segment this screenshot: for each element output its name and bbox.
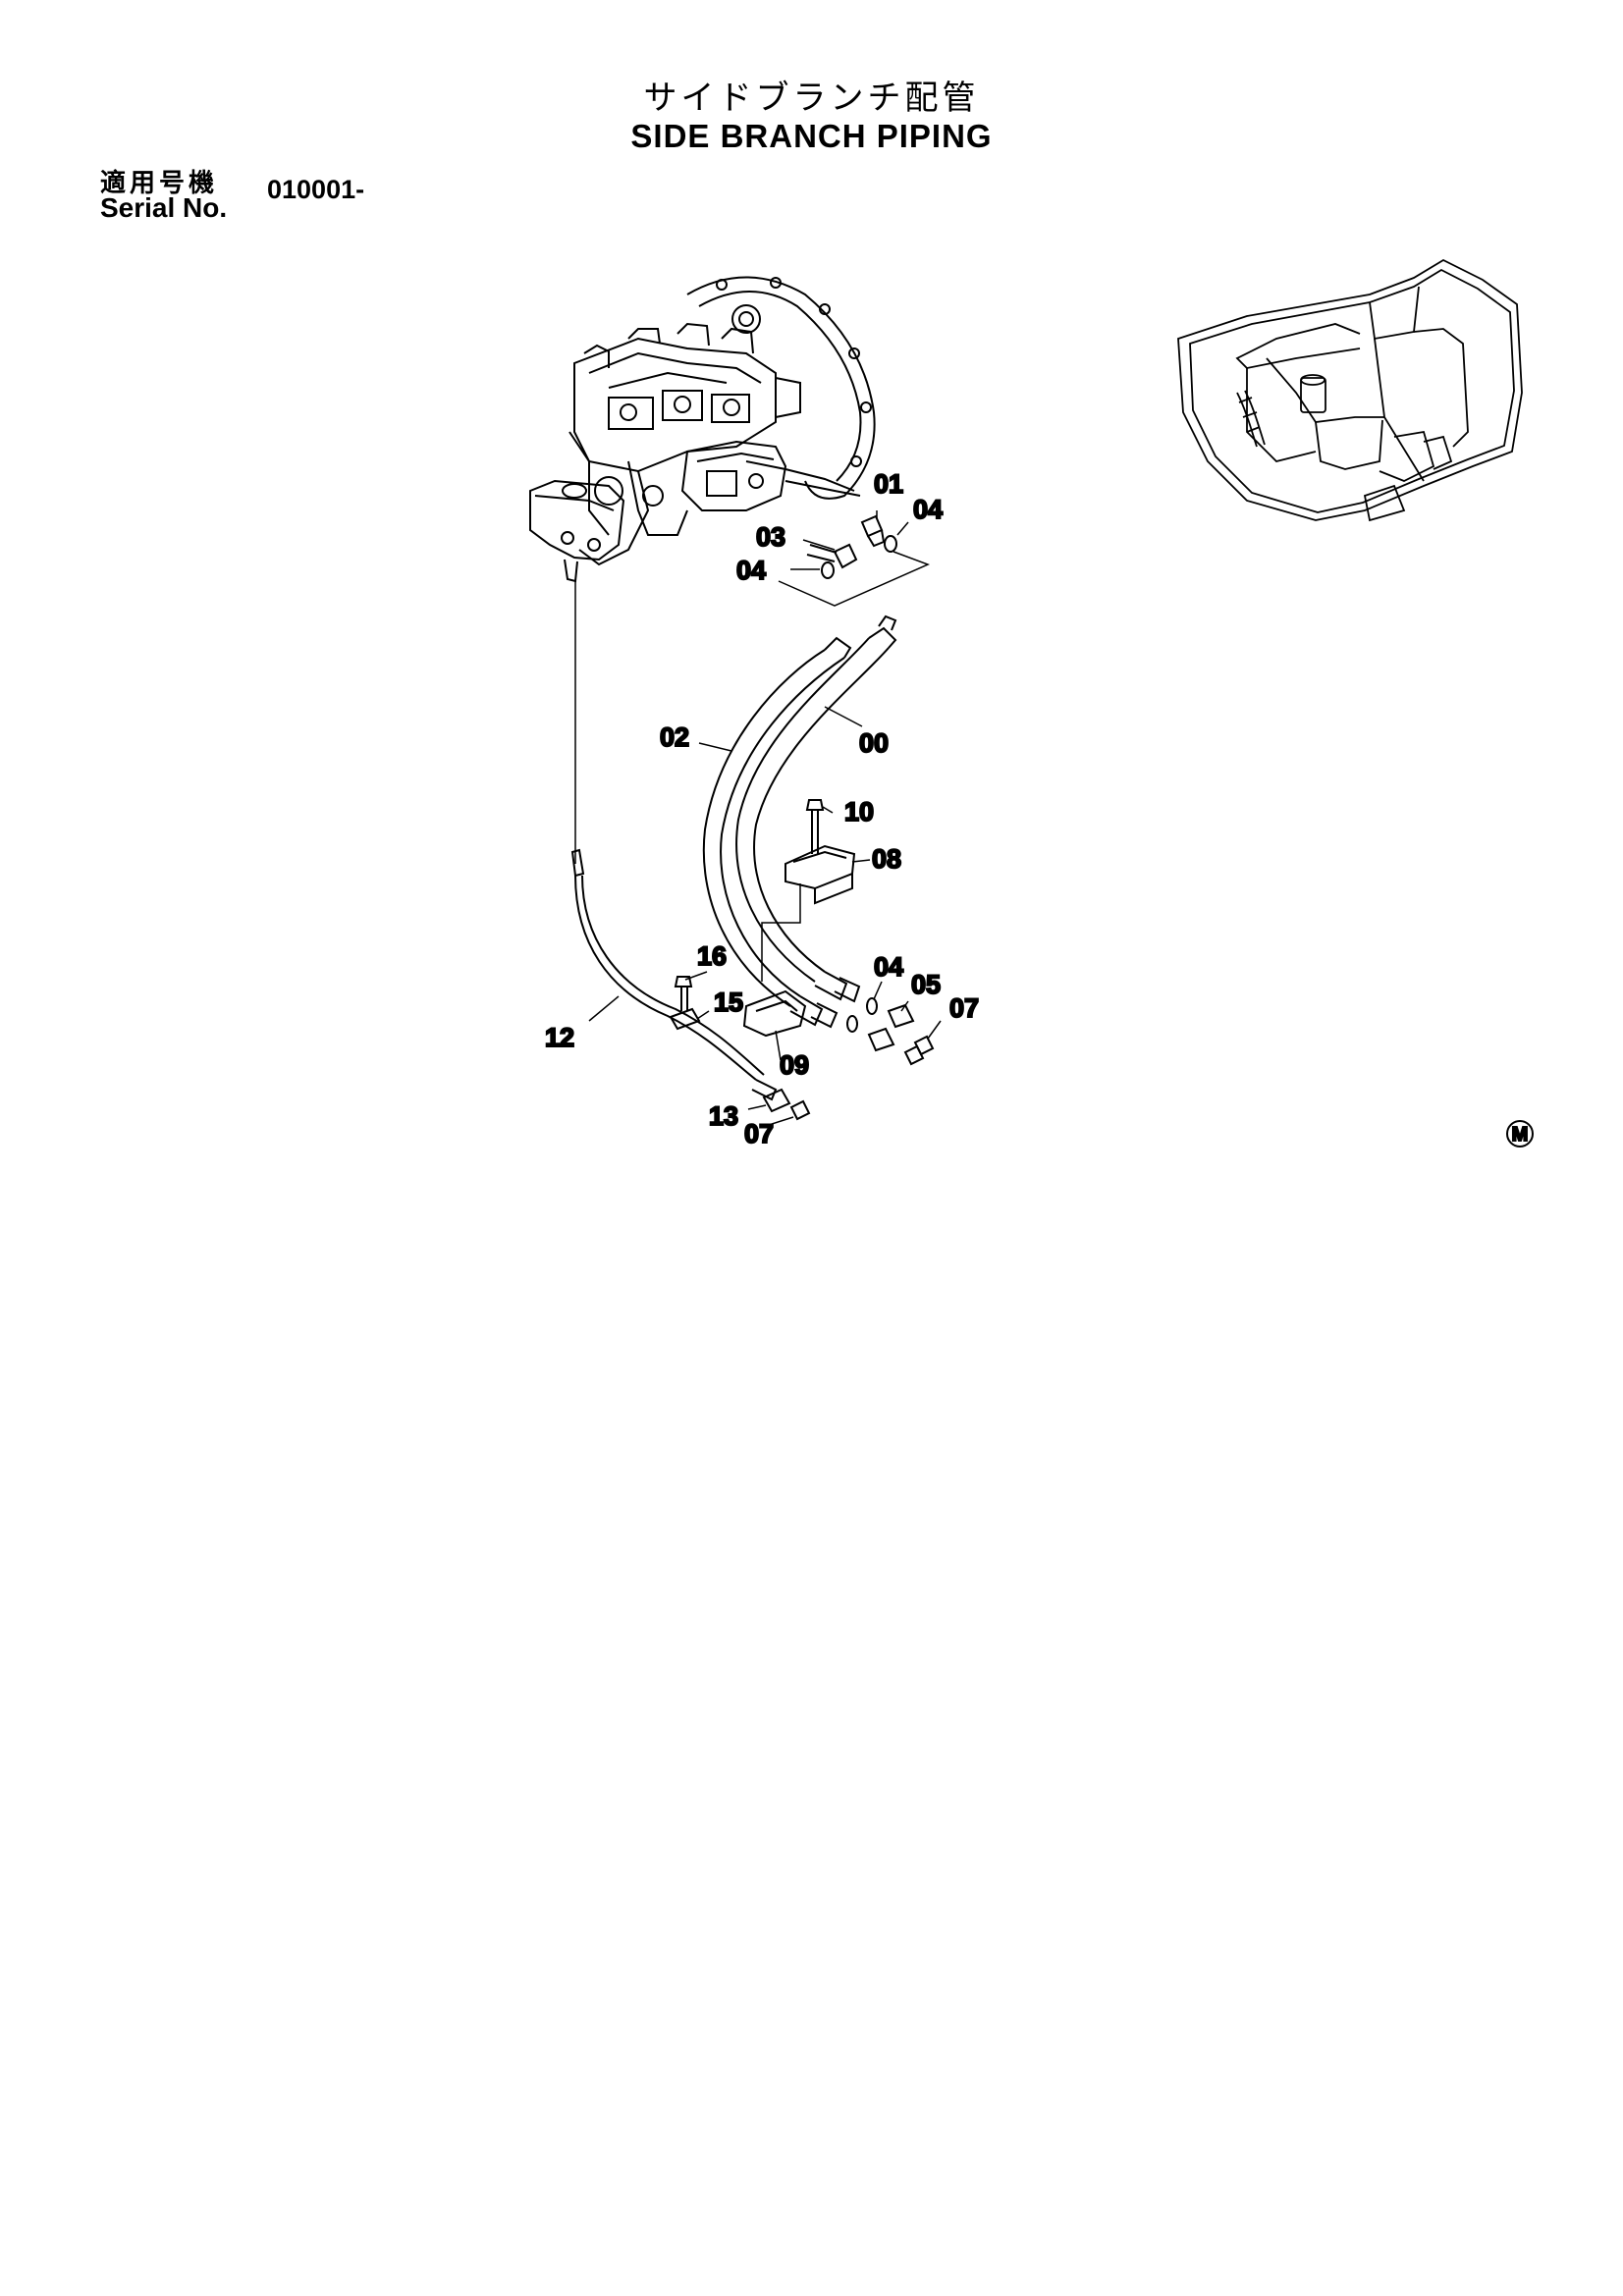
hose-12	[570, 848, 778, 1101]
callout-15: 15	[714, 988, 743, 1017]
page-title-english: SIDE BRANCH PIPING	[630, 118, 993, 154]
callout-02: 02	[660, 722, 689, 752]
serial-label-english: Serial No.	[100, 192, 228, 223]
hydraulic-pump-illustration	[529, 276, 876, 583]
plug-07-bottom	[789, 1099, 811, 1121]
callout-04-left: 04	[736, 556, 766, 585]
callout-07-right: 07	[949, 993, 979, 1023]
page-title-japanese: サイドブランチ配管	[643, 79, 980, 118]
callout-00: 00	[859, 728, 889, 758]
callout-03: 03	[756, 522, 785, 552]
callout-10: 10	[844, 797, 874, 827]
serial-label-japanese: 適用号機	[100, 169, 219, 198]
callout-09: 09	[780, 1050, 809, 1080]
adapter-05	[867, 1003, 915, 1052]
callout-13: 13	[709, 1101, 738, 1131]
o-ring-lower-2	[846, 1015, 858, 1033]
clamp-08	[784, 844, 856, 905]
elbow-03	[806, 543, 858, 569]
bolt-10	[805, 799, 825, 854]
callout-04-bottom: 04	[874, 952, 903, 982]
plug-07-right	[903, 1035, 935, 1066]
leader-lines	[588, 510, 942, 1126]
fitting-01	[860, 514, 886, 548]
adapter-13	[762, 1088, 791, 1113]
o-ring-04-left	[821, 561, 835, 579]
excavator-location-illustration	[1177, 258, 1523, 522]
callout-04-top: 04	[913, 495, 943, 524]
callout-labels: 01 04 03 04 02 00 10 08 16 04 05 07 15 1…	[544, 468, 980, 1149]
callout-01: 01	[874, 469, 903, 499]
hose-02	[702, 636, 852, 1007]
callout-16: 16	[697, 941, 727, 971]
clamp-09	[742, 989, 807, 1038]
o-ring-04-lower	[866, 997, 878, 1015]
callout-12: 12	[545, 1023, 574, 1052]
callout-07-bottom: 07	[744, 1119, 774, 1148]
hose-00	[735, 614, 897, 983]
corner-mark-text: M	[1512, 1124, 1529, 1146]
serial-range: 010001-	[267, 175, 365, 204]
callout-05: 05	[911, 970, 941, 999]
corner-mark: M	[1506, 1120, 1534, 1148]
clamp-15-16	[669, 976, 701, 1031]
callout-08: 08	[872, 844, 901, 874]
o-ring-04-upper	[884, 535, 897, 553]
